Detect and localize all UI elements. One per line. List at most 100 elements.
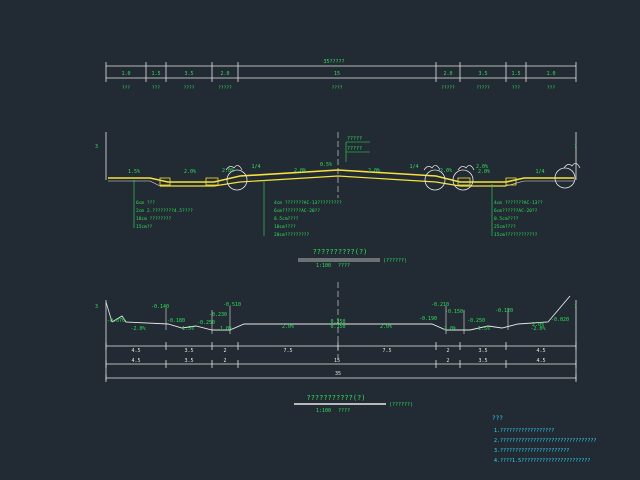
section2-caption: ???????????(?)	[306, 394, 365, 402]
section1-center-layer: 8.5cm????	[274, 216, 299, 222]
section2-scale-unit: ????	[338, 408, 350, 414]
section1-slope-label: 1.5%	[128, 169, 140, 175]
section1-slope-labels: 1.5%2.0%2.0%1/42.0%0.5%2.0%1/42.0%2.0%2.…	[128, 162, 545, 175]
section1-right-layer: 4cm ???????AC-13??	[494, 200, 543, 206]
note-item: 2.????????????????????????????????	[494, 438, 596, 444]
section1-slope-label: 2.0%	[368, 168, 380, 174]
section1-structure	[105, 132, 581, 236]
section1-right-layer: 6cm??????AC-20??	[494, 208, 538, 214]
section2-dim-row2: 15	[334, 358, 340, 364]
section1-center-layer: 4cm ???????AC-13?????????	[274, 200, 342, 206]
section1-side-right: ?	[574, 144, 577, 150]
section2-slope: 1.5%	[182, 326, 194, 332]
section2-side-right: ?	[574, 304, 577, 310]
top-segment-label: ????	[184, 85, 195, 91]
top-segment-dim: 2.0	[443, 71, 452, 77]
section2-elevation: -0.180	[167, 318, 185, 324]
section1-scale-unit: ????	[338, 263, 350, 269]
section2-elevation: -0.020	[551, 317, 569, 323]
section1-left-layer: 2cm 2.????????4.5????	[136, 208, 193, 214]
section2-elevation: -0.510	[223, 302, 241, 308]
section2-dim-row1: 7.5	[283, 348, 292, 354]
section2-elevation-labels: -0.070-2.0%-0.140-0.180-0.250-0.230-0.51…	[107, 302, 569, 332]
section2-side-left: 3	[95, 304, 98, 310]
detail-circle-4	[554, 167, 576, 189]
section1-slope-label: 0.5%	[320, 162, 332, 168]
section1-left-layer: 18cm ????????	[136, 216, 172, 222]
top-segment-dim: 1.5	[151, 71, 160, 77]
section2-caption-side: (??????)	[389, 402, 413, 408]
top-segment-label: ????	[332, 85, 343, 91]
section2-dim-row1: 3.5	[478, 348, 487, 354]
section2-dim-row1: 4.5	[536, 348, 545, 354]
section1-center-layers: 4cm ???????AC-13?????????6cm???????AC-20…	[274, 200, 342, 238]
section1-slope-label: 2.0%	[294, 168, 306, 174]
section1-right-layer: 0.5cm????	[494, 216, 519, 222]
curb-right-inner	[457, 177, 471, 186]
top-segment-dim: 3.5	[478, 71, 487, 77]
section2-elevation: -0.210	[431, 302, 449, 308]
top-segment-dim: 1.0	[121, 71, 130, 77]
section2-slope: 0.150	[330, 324, 345, 330]
top-segment-label: ?????	[218, 85, 232, 91]
section2-dim-row2: 3.5	[478, 358, 487, 364]
section1-caption-side: (??????)	[383, 258, 407, 264]
section1-center-label: ?????	[347, 136, 362, 142]
road-surface-top	[108, 169, 574, 183]
road-surface-bottom	[160, 175, 506, 187]
section2-elevation: -2.0%	[130, 326, 145, 332]
section2-dim-row2: 2	[223, 358, 226, 364]
section2-elevation: -0.150	[445, 309, 463, 315]
section2-elevation: -0.230	[209, 312, 227, 318]
section2-elevation: -0.120	[495, 308, 513, 314]
section2-dim-row1: 2	[446, 348, 449, 354]
section1-left-layer: 15cm??	[136, 224, 153, 230]
section2-slope: 1.5%	[478, 326, 490, 332]
section2-dims-total: 35	[335, 371, 341, 377]
top-segment-dim: 3.5	[184, 71, 193, 77]
section2-scale: 1:100	[316, 408, 331, 414]
top-segment-dim: 2.0	[220, 71, 229, 77]
top-segment-dim: 1.0	[546, 71, 555, 77]
section2-slope: 2.0%	[444, 326, 456, 332]
section1-right-layer: 15cm????????????	[494, 232, 538, 238]
section1-caption: ??????????(?)	[313, 248, 368, 256]
detail-circle-3	[452, 169, 474, 191]
section2-elevation: -0.190	[419, 316, 437, 322]
note-item: 3.???????????????????????	[494, 448, 569, 454]
top-segment-label: ???	[547, 85, 555, 91]
section1-slope-label: 2.0%	[476, 164, 488, 170]
detail-circle-2	[424, 169, 446, 191]
note-item: 1.??????????????????	[494, 428, 554, 434]
section2-dim-row1: 3.5	[184, 348, 193, 354]
section2-slope: 2.0%	[282, 324, 294, 330]
section2-dim-row1: 7.5	[382, 348, 391, 354]
top-segment-label: ???	[122, 85, 130, 91]
detail-circle-1	[226, 169, 248, 191]
section1-left-layers: 6cm ???2cm 2.????????4.5????18cm ???????…	[136, 200, 193, 230]
section1-right-layer: 25cm????	[494, 224, 516, 230]
top-segment-label: ?????	[476, 85, 490, 91]
section2-elevation: -0.250	[467, 318, 485, 324]
section2-dim-row1: 4.5	[131, 348, 140, 354]
section1-center-layer: 20cm?????????	[274, 232, 310, 238]
section2-dim-row1: 2	[223, 348, 226, 354]
section2-dim-row2: 2	[446, 358, 449, 364]
section1-center-layer: 10cm????	[274, 224, 296, 230]
section1-scale: 1:100	[316, 263, 331, 269]
section2-structure	[105, 282, 577, 382]
section2-dims-row1: 4.5 3.5 2 7.5 7.5 2 3.5 4.5	[131, 348, 545, 354]
section2-slope: 2.0%	[532, 322, 544, 328]
section1-slope-label: 1/4	[535, 169, 544, 175]
section1-slope-label: 2.0%	[184, 169, 196, 175]
top-segment-dim: 15	[334, 71, 340, 77]
section1-slope-label: 1/4	[251, 164, 260, 170]
top-segment-label: ?????	[441, 85, 455, 91]
section1-side-left: 3	[95, 144, 98, 150]
section2-elevation: -0.140	[151, 304, 169, 310]
curb-left-inner	[205, 177, 219, 186]
